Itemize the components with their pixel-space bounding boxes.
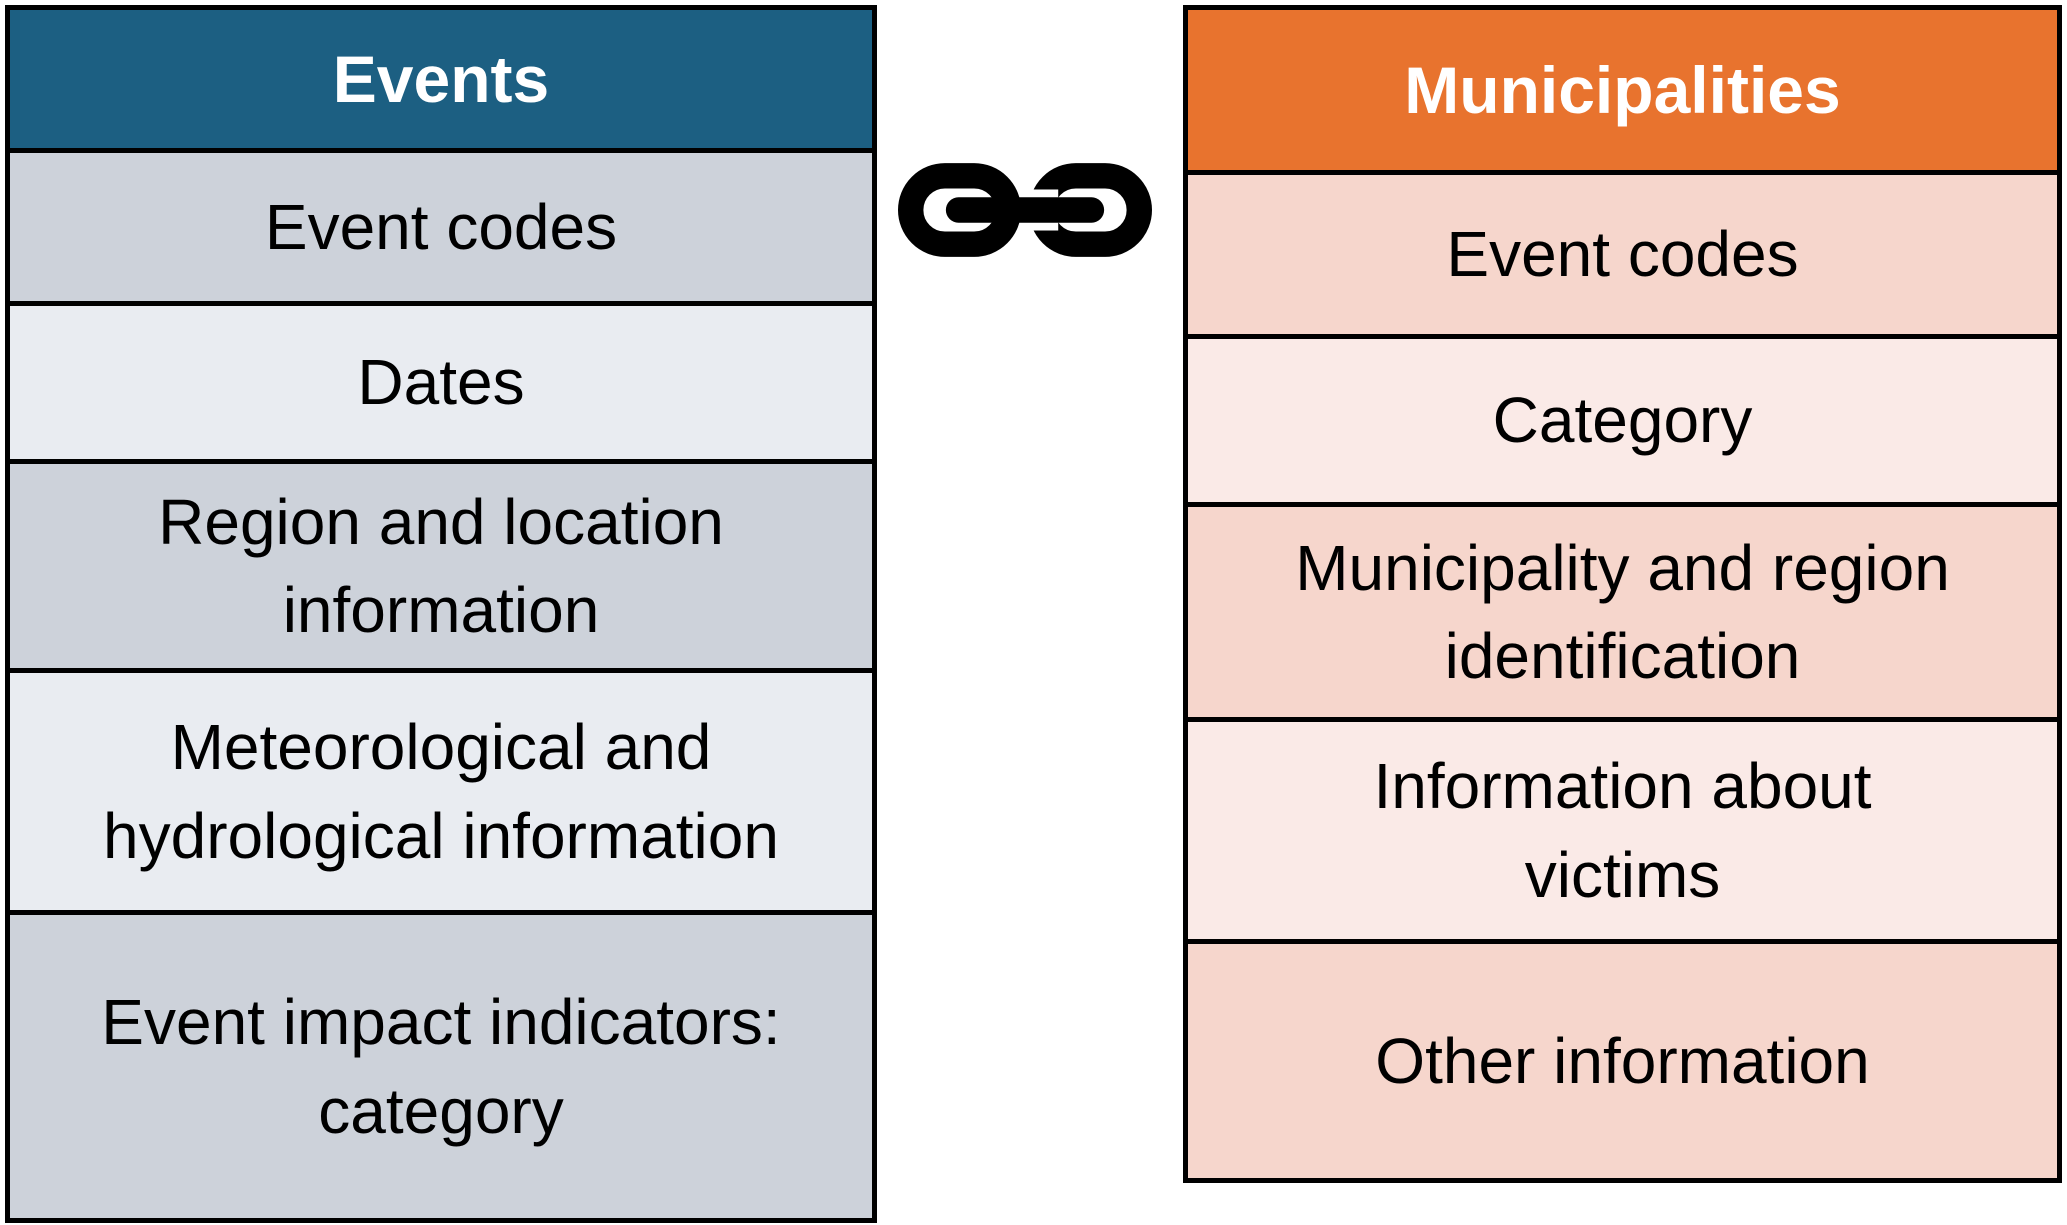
events-table-title: Events (332, 41, 550, 116)
events-row-dates: Dates (10, 301, 872, 459)
municipalities-table: Municipalities Event codes Category Muni… (1183, 5, 2062, 1183)
municipalities-row-region-identification: Municipality and region identification (1188, 502, 2057, 717)
events-row-impact-indicators: Event impact indicators: category (10, 910, 872, 1218)
chain-link-icon (898, 163, 1152, 257)
municipalities-row-victims: Information about victims (1188, 717, 2057, 939)
municipalities-table-header: Municipalities (1188, 10, 2057, 170)
municipalities-row-event-codes: Event codes (1188, 170, 2057, 334)
events-row-event-codes: Event codes (10, 148, 872, 301)
municipalities-table-title: Municipalities (1404, 52, 1841, 127)
events-row-region-location: Region and location information (10, 459, 872, 668)
municipalities-row-category: Category (1188, 334, 2057, 502)
municipalities-row-other-information: Other information (1188, 939, 2057, 1178)
events-row-meteo-hydro: Meteorological and hydrological informat… (10, 668, 872, 910)
events-table: Events Event codes Dates Region and loca… (5, 5, 877, 1223)
events-table-header: Events (10, 10, 872, 148)
